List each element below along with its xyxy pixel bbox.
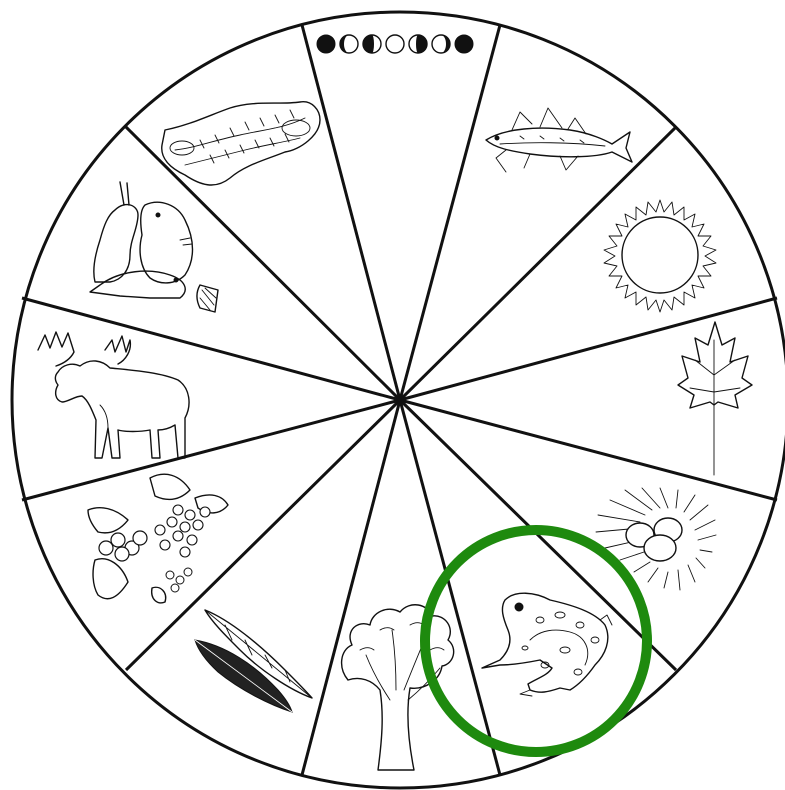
seasons-wheel-diagram (0, 0, 785, 790)
wheel-svg (0, 0, 785, 790)
